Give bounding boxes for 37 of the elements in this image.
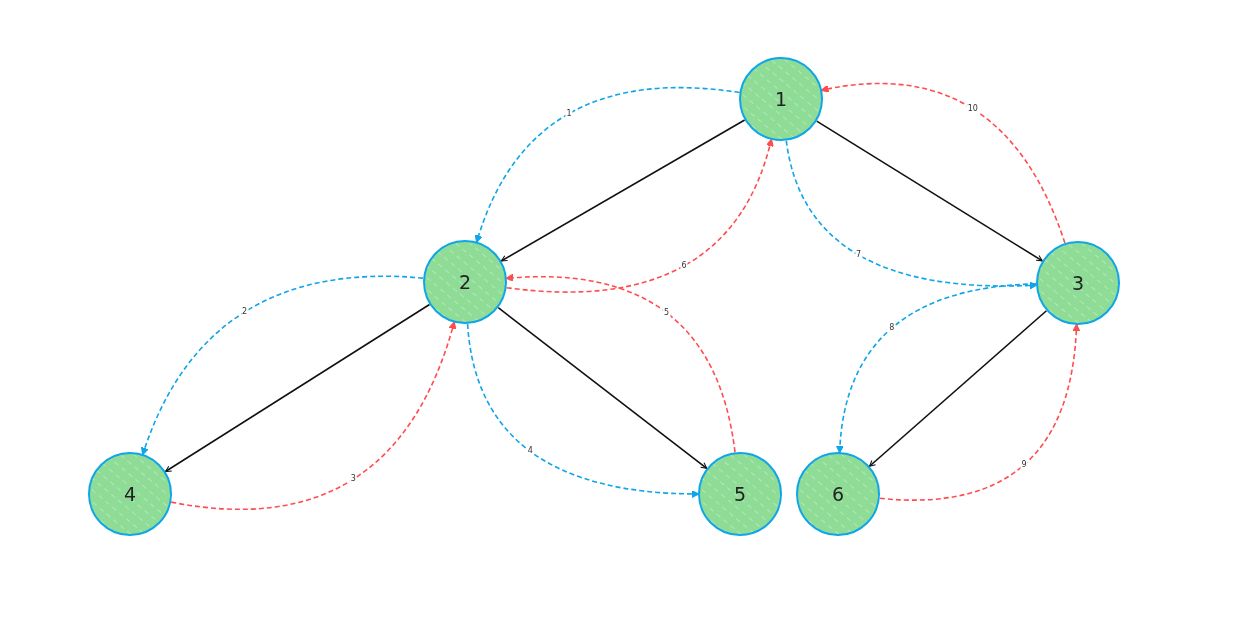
arrow [785,139,1038,290]
arrow [505,273,736,454]
arrow [497,306,708,470]
edge-label: 3 [349,475,357,484]
edge-label: 1 [565,109,573,118]
node-number: 4 [123,484,137,504]
node-circle [739,57,823,141]
edge-label: 10 [966,104,979,113]
arrow [141,275,424,456]
node-number: 5 [733,484,747,504]
arrow [500,119,746,262]
arrow [475,86,741,243]
arrow [505,138,774,293]
node-number: 6 [831,484,845,504]
arrow [836,283,1037,454]
edge-label: 9 [1020,460,1028,469]
edge-label: 6 [680,261,688,270]
arrow [164,303,431,473]
node-circle [423,240,507,324]
node-number: 3 [1071,273,1085,293]
node-number: 1 [774,89,788,109]
node-number: 2 [458,272,472,292]
arrow [466,323,700,498]
node-circle [88,452,172,536]
edge-label: 4 [526,447,534,456]
arrow [879,323,1081,501]
edge-label: 7 [855,250,863,259]
edge-label: 8 [888,323,896,332]
arrow [868,309,1048,468]
edge-label: 2 [240,308,249,317]
edge-label: 5 [662,308,670,317]
node-circle [698,452,782,536]
arrow [820,82,1066,244]
arrow [815,120,1044,262]
node-circle [1036,241,1120,325]
arrow [170,321,457,511]
node-circle [796,452,880,536]
